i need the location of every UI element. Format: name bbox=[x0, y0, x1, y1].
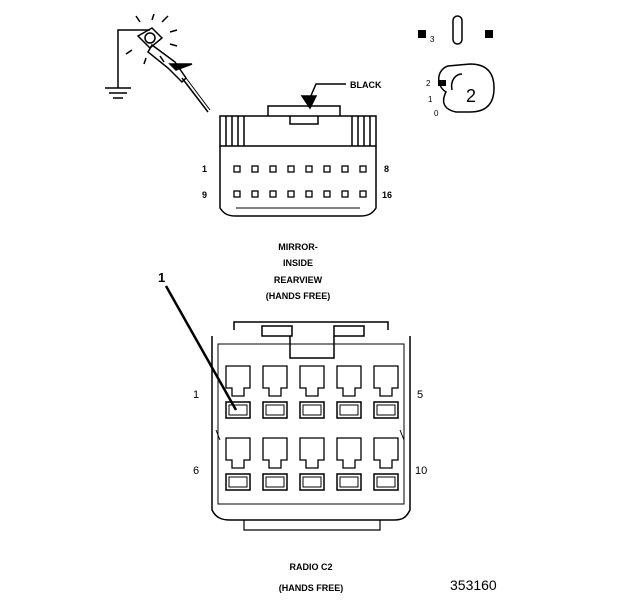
mirror-cavity bbox=[341, 190, 349, 198]
mirror-cavity bbox=[341, 165, 349, 173]
radio-cavity bbox=[373, 365, 399, 419]
mirror-cavity bbox=[287, 165, 295, 173]
mirror-cavity bbox=[323, 165, 331, 173]
radio-cavity bbox=[336, 365, 362, 419]
radio-caption-line2: (HANDS FREE) bbox=[279, 583, 344, 593]
wire-color-callout bbox=[300, 83, 346, 110]
mirror-cavity bbox=[269, 165, 277, 173]
key-position-3: 3 bbox=[430, 35, 435, 44]
radio-pin-10-label: 10 bbox=[415, 465, 427, 477]
key-switch-icon bbox=[418, 15, 495, 113]
mirror-caption-line1: MIRROR- bbox=[278, 242, 318, 252]
figure-id: 353160 bbox=[450, 577, 497, 593]
radio-cavity bbox=[373, 437, 399, 491]
radio-cavity bbox=[225, 365, 251, 419]
wire-color-label: BLACK bbox=[350, 80, 382, 90]
mirror-caption-line3: REARVIEW bbox=[274, 275, 323, 285]
mirror-caption-line2: INSIDE bbox=[283, 258, 313, 268]
mirror-cavity bbox=[251, 165, 259, 173]
key-current-position: 2 bbox=[466, 86, 476, 106]
mirror-pin-cavities bbox=[233, 165, 367, 198]
radio-pin-cavities bbox=[225, 365, 399, 491]
radio-cavity bbox=[225, 437, 251, 491]
radio-pin-5-label: 5 bbox=[417, 389, 423, 401]
mirror-cavity bbox=[305, 190, 313, 198]
mirror-cavity bbox=[359, 165, 367, 173]
radio-cavity bbox=[262, 437, 288, 491]
mirror-cavity bbox=[323, 190, 331, 198]
mirror-pin-16-label: 16 bbox=[382, 190, 392, 200]
mirror-cavity bbox=[305, 165, 313, 173]
key-position-0: 0 bbox=[434, 109, 439, 118]
radio-cavity bbox=[299, 437, 325, 491]
mirror-cavity bbox=[233, 165, 241, 173]
radio-caption-line1: RADIO C2 bbox=[289, 562, 332, 572]
mirror-pin-8-label: 8 bbox=[384, 164, 389, 174]
mirror-cavity bbox=[251, 190, 259, 198]
radio-cavity bbox=[336, 437, 362, 491]
callout-number: 1 bbox=[158, 270, 165, 285]
mirror-cavity bbox=[287, 190, 295, 198]
radio-cavity bbox=[262, 365, 288, 419]
radio-pin-1-label: 1 bbox=[193, 389, 199, 401]
mirror-cavity bbox=[233, 190, 241, 198]
radio-cavity bbox=[299, 365, 325, 419]
mirror-cavity bbox=[269, 190, 277, 198]
mirror-pin-1-label: 1 bbox=[202, 164, 207, 174]
mirror-cavity bbox=[359, 190, 367, 198]
mirror-pin-9-label: 9 bbox=[202, 190, 207, 200]
key-position-1: 1 bbox=[428, 95, 433, 104]
key-position-2: 2 bbox=[426, 79, 431, 88]
radio-pin-6-label: 6 bbox=[193, 465, 199, 477]
mirror-caption-line4: (HANDS FREE) bbox=[266, 291, 331, 301]
test-probe-icon bbox=[105, 27, 211, 113]
callout-leader-line bbox=[164, 285, 238, 411]
radio-connector bbox=[211, 321, 411, 531]
mirror-connector bbox=[219, 105, 377, 217]
light-rays-icon bbox=[125, 13, 178, 65]
